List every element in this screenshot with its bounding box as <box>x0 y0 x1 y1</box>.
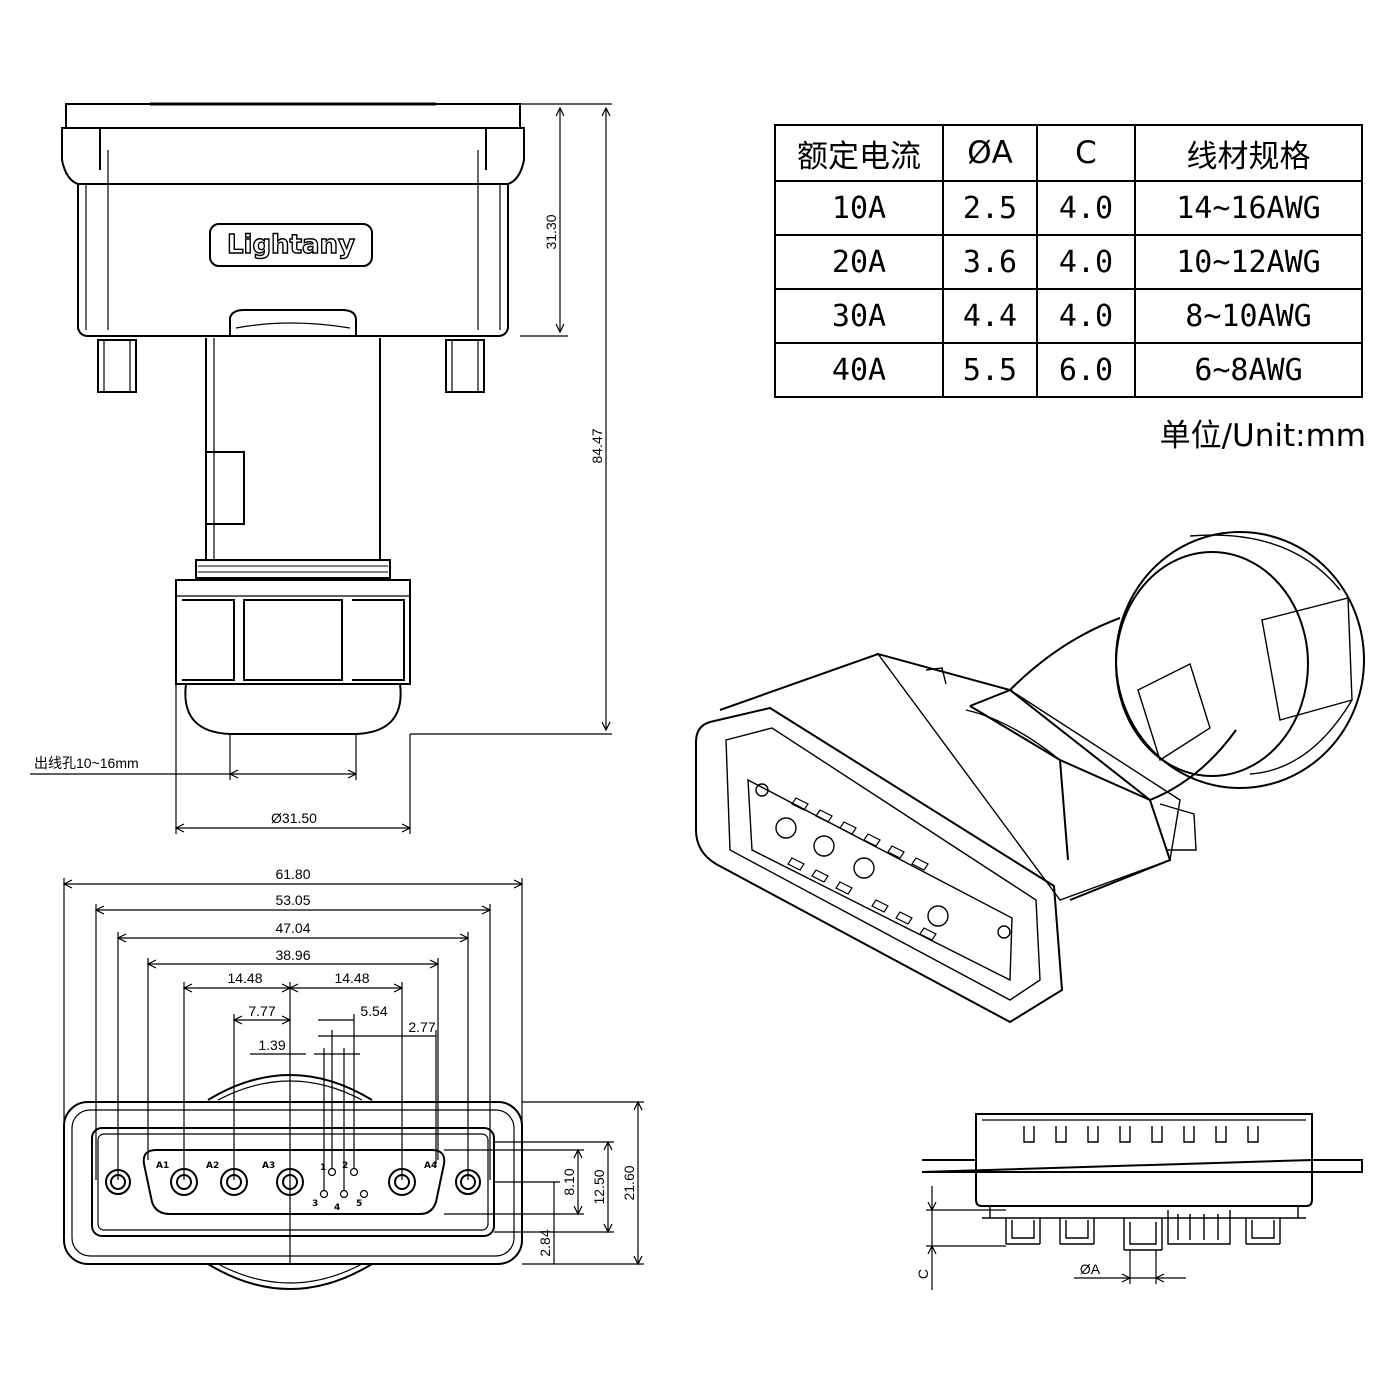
dim-shell-width: 38.96 <box>275 947 310 963</box>
dim-signal-row: 1.39 <box>258 1037 285 1053</box>
cell-c: 4.0 <box>1036 180 1136 236</box>
cell-wire: 14~16AWG <box>1134 180 1363 236</box>
cell-diameter: 4.4 <box>942 288 1038 344</box>
cell-diameter: 2.5 <box>942 180 1038 236</box>
table-row: 40A 5.5 6.0 6~8AWG <box>774 342 1363 398</box>
table-row: 10A 2.5 4.0 14~16AWG <box>774 180 1363 236</box>
contact-labels: A1 A2 A3 A4 1 2 3 4 5 <box>156 1161 437 1213</box>
svg-text:A2: A2 <box>206 1161 219 1171</box>
dim-nut-diameter: Ø31.50 <box>271 810 317 826</box>
cell-current: 10A <box>774 180 944 236</box>
dim-height-inner: 8.10 <box>561 1168 577 1195</box>
svg-text:1: 1 <box>320 1163 326 1173</box>
side-view <box>61 102 525 735</box>
spec-table-header: 额定电流 ØA C 线材规格 <box>774 124 1363 182</box>
cell-c: 4.0 <box>1036 288 1136 344</box>
isometric-view <box>695 531 1365 1024</box>
table-row: 30A 4.4 4.0 8~10AWG <box>774 288 1363 344</box>
front-view <box>63 1074 523 1290</box>
cell-c: 6.0 <box>1036 342 1136 398</box>
dim-offset-left: 7.77 <box>248 1003 275 1019</box>
spec-table: 额定电流 ØA C 线材规格 10A 2.5 4.0 14~16AWG 20A … <box>774 124 1363 398</box>
dim-pitch-right: 14.48 <box>334 970 369 986</box>
brand-logo: Lightany <box>209 223 373 267</box>
dim-width-flange: 53.05 <box>275 892 310 908</box>
dim-pitch-left: 14.48 <box>227 970 262 986</box>
front-view-dimensions <box>62 878 644 1266</box>
cell-current: 20A <box>774 234 944 290</box>
svg-text:3: 3 <box>312 1199 318 1209</box>
pin-side-view <box>921 1113 1363 1251</box>
svg-text:4: 4 <box>334 1203 340 1213</box>
header-rated-current: 额定电流 <box>774 124 944 182</box>
cell-wire: 8~10AWG <box>1134 288 1363 344</box>
svg-text:5: 5 <box>356 1199 362 1209</box>
dim-a: ØA <box>1080 1261 1101 1277</box>
svg-text:Lightany: Lightany <box>227 230 355 260</box>
cell-wire: 6~8AWG <box>1134 342 1363 398</box>
dim-c: C <box>915 1269 931 1279</box>
header-wire-spec: 线材规格 <box>1134 124 1363 182</box>
svg-text:A4: A4 <box>424 1161 437 1171</box>
svg-text:A1: A1 <box>156 1161 169 1171</box>
cell-current: 30A <box>774 288 944 344</box>
side-view-dimensions <box>30 103 612 834</box>
dim-mount-holes: 47.04 <box>275 920 310 936</box>
dim-width-total: 61.80 <box>275 866 310 882</box>
dim-height-shell: 12.50 <box>591 1169 607 1204</box>
cell-wire: 10~12AWG <box>1134 234 1363 290</box>
dim-height-total: 84.47 <box>589 428 605 463</box>
unit-note: 单位/Unit:mm <box>1159 418 1366 454</box>
svg-text:A3: A3 <box>262 1161 275 1171</box>
header-diameter-a: ØA <box>942 124 1038 182</box>
cell-diameter: 5.5 <box>942 342 1038 398</box>
cell-current: 40A <box>774 342 944 398</box>
header-c: C <box>1036 124 1136 182</box>
dim-height-shell: 31.30 <box>543 214 559 249</box>
cell-diameter: 3.6 <box>942 234 1038 290</box>
dim-cable-hole: 出线孔10~16mm <box>34 755 139 771</box>
table-row: 20A 3.6 4.0 10~12AWG <box>774 234 1363 290</box>
dim-offset-right: 5.54 <box>360 1003 387 1019</box>
pin-view-dimensions <box>926 1186 1186 1290</box>
dim-bottom-offset: 2.84 <box>537 1229 553 1256</box>
cell-c: 4.0 <box>1036 234 1136 290</box>
svg-text:2: 2 <box>342 1161 348 1171</box>
dim-height-outer: 21.60 <box>621 1165 637 1200</box>
dim-signal-pitch: 2.77 <box>408 1019 435 1035</box>
